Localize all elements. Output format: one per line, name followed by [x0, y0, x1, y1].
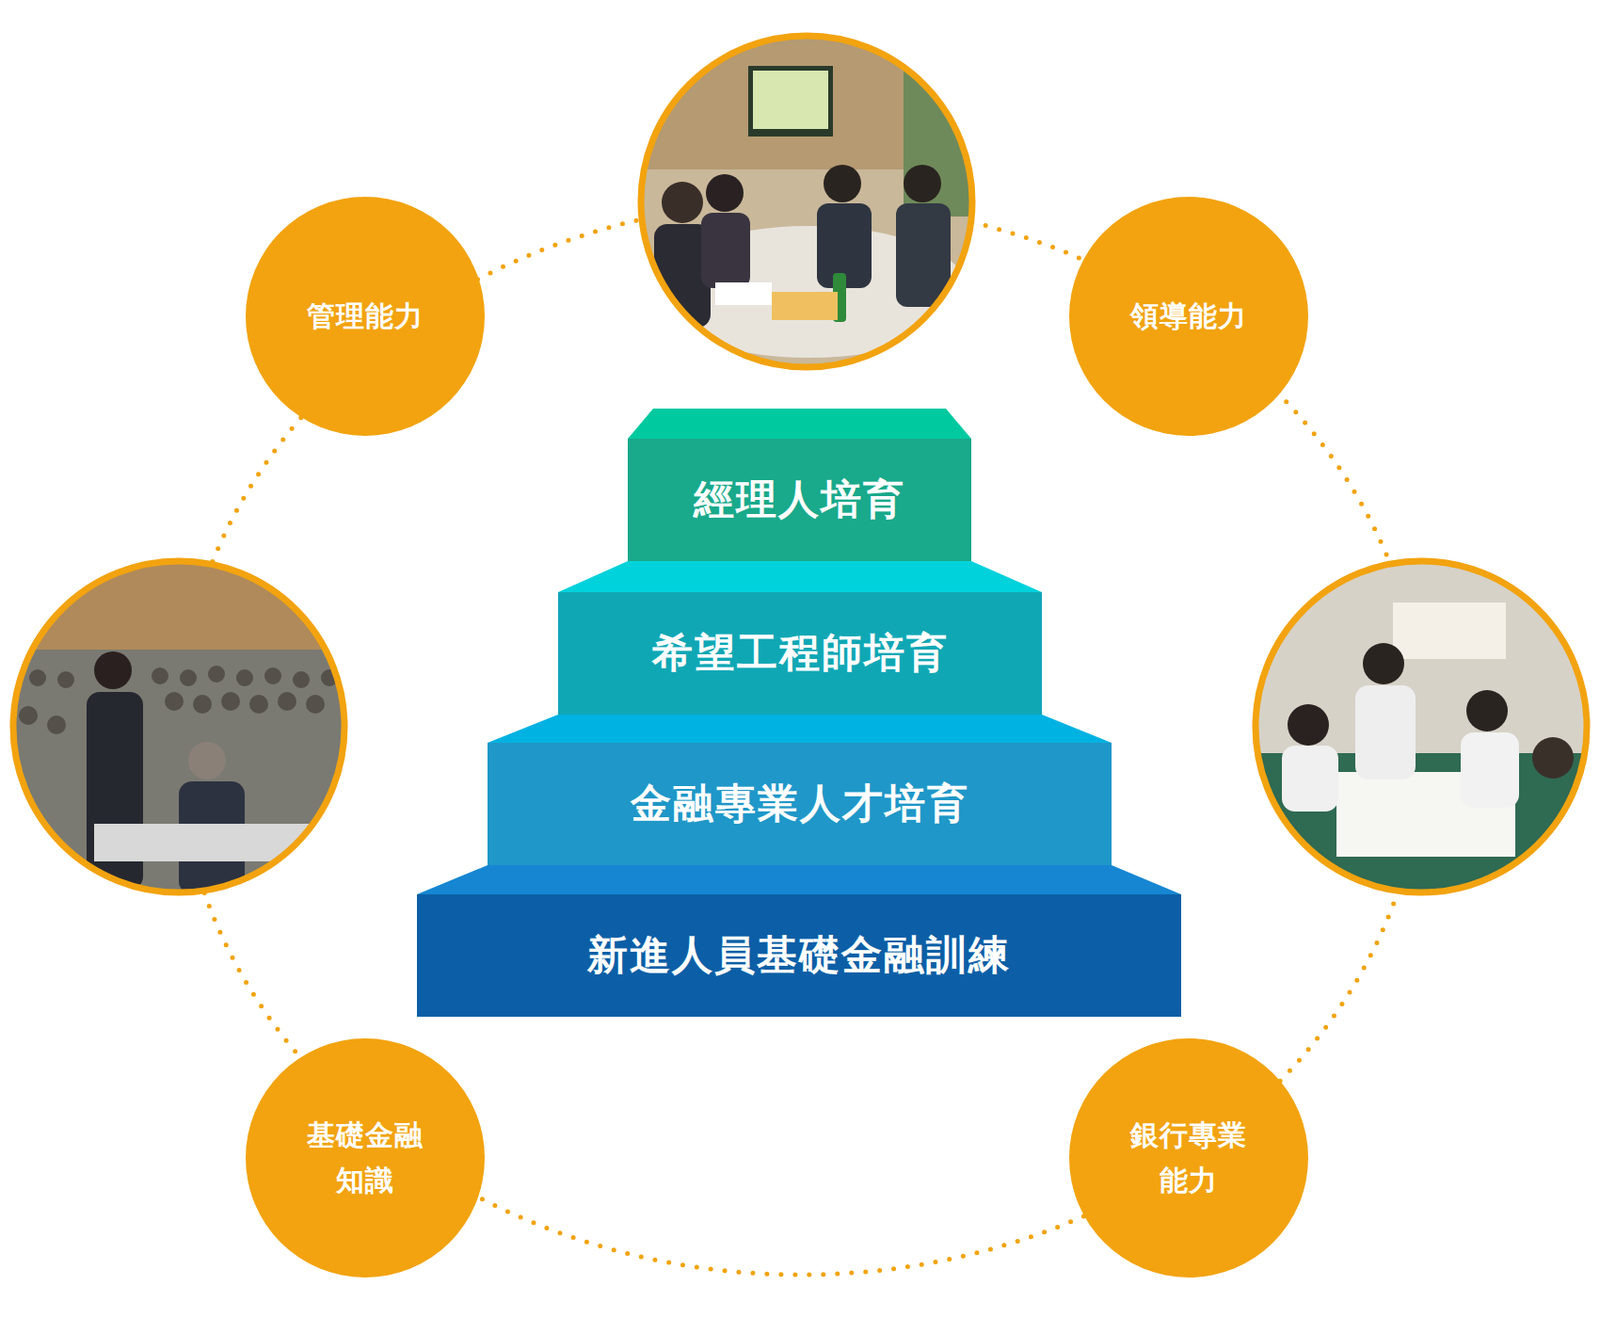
skill-label: 領導能力 [1118, 293, 1260, 339]
step-tops [416, 408, 1182, 895]
training-step: 金融專業人才培育 [487, 742, 1112, 865]
circle-fill [1069, 1038, 1309, 1278]
training-step: 希望工程師培育 [558, 592, 1042, 715]
training-step: 經理人培育 [627, 438, 972, 561]
step-label: 經理人培育 [693, 475, 906, 525]
skill-circle: 銀行專業 能力 [1069, 1038, 1309, 1278]
skill-circle: 基礎金融 知識 [245, 1038, 485, 1278]
step-label: 金融專業人才培育 [630, 779, 970, 829]
workshop-photo [1251, 555, 1591, 904]
lecture-photo [9, 555, 349, 904]
meeting-photo [630, 28, 989, 377]
skill-label: 銀行專業 能力 [1118, 1112, 1260, 1203]
circle-fill [1069, 196, 1309, 436]
skill-label: 基礎金融 知識 [294, 1112, 436, 1203]
step-label: 新進人員基礎金融訓練 [587, 930, 1011, 980]
circle-fill [245, 196, 485, 436]
skill-circle: 領導能力 [1069, 196, 1309, 436]
circle-shape [1069, 1038, 1309, 1278]
training-step: 新進人員基礎金融訓練 [416, 894, 1182, 1017]
skill-label: 管理能力 [294, 293, 436, 339]
step-label: 希望工程師培育 [652, 628, 949, 678]
skill-circle: 管理能力 [245, 196, 485, 436]
circle-fill [245, 1038, 485, 1278]
circle-shape [245, 1038, 485, 1278]
